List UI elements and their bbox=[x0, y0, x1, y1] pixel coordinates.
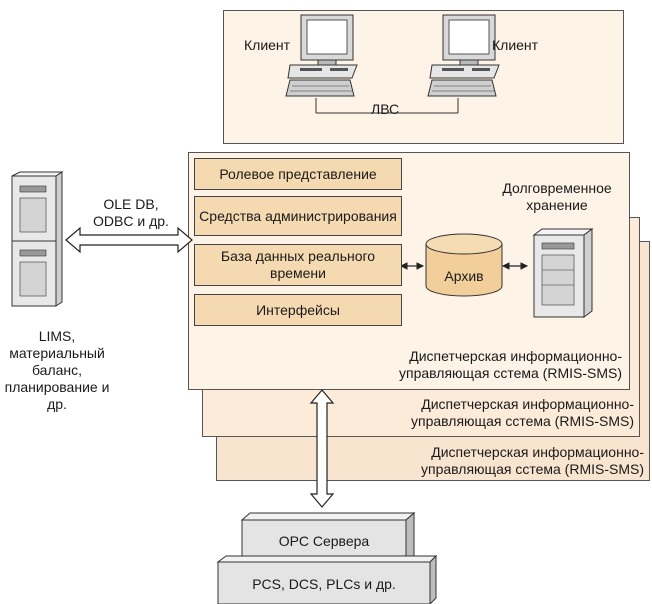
opc-servers-label: ОРС Сервера bbox=[278, 533, 370, 549]
client-computer-right-icon bbox=[427, 14, 500, 97]
arrow-db-archive bbox=[399, 262, 425, 270]
module-realtime-db: База данных реального времени bbox=[194, 244, 402, 286]
interface-label: OLE DB, ODBC и др. bbox=[93, 196, 169, 229]
lan-wiring bbox=[315, 98, 459, 114]
pcs-label: PCS, DCS, PLCs и др. bbox=[252, 576, 396, 592]
system-caption-back: Диспетчерская информационно-управляющая … bbox=[421, 444, 644, 477]
arrow-archive-storage bbox=[501, 262, 529, 270]
module-admin-tools: Средства администрирования bbox=[194, 196, 402, 236]
pcs-block bbox=[216, 554, 438, 604]
arrow-system-opc bbox=[309, 389, 335, 508]
module-interfaces: Интерфейсы bbox=[194, 294, 402, 326]
lims-server-icon bbox=[11, 171, 64, 307]
client-right-label: Клиент bbox=[492, 37, 539, 53]
opc-server-block bbox=[240, 511, 416, 563]
storage-server-icon bbox=[532, 228, 594, 318]
long-term-storage-label: Долговременное хранение bbox=[502, 180, 612, 213]
client-computer-left-icon bbox=[285, 14, 358, 97]
archive-cylinder-icon bbox=[425, 233, 503, 297]
lan-label: ЛВС bbox=[371, 101, 400, 117]
module-role-view: Ролевое представление bbox=[194, 158, 402, 190]
system-caption-front: Диспетчерская информационно-управляющая … bbox=[399, 348, 622, 381]
arrow-lims-system bbox=[65, 226, 193, 254]
lims-label: LIMS, материальный баланс, планирование … bbox=[4, 328, 110, 412]
system-caption-middle: Диспетчерская информационно-управляющая … bbox=[411, 396, 634, 429]
client-left-label: Клиент bbox=[244, 37, 291, 53]
archive-label: Архив bbox=[444, 268, 484, 284]
